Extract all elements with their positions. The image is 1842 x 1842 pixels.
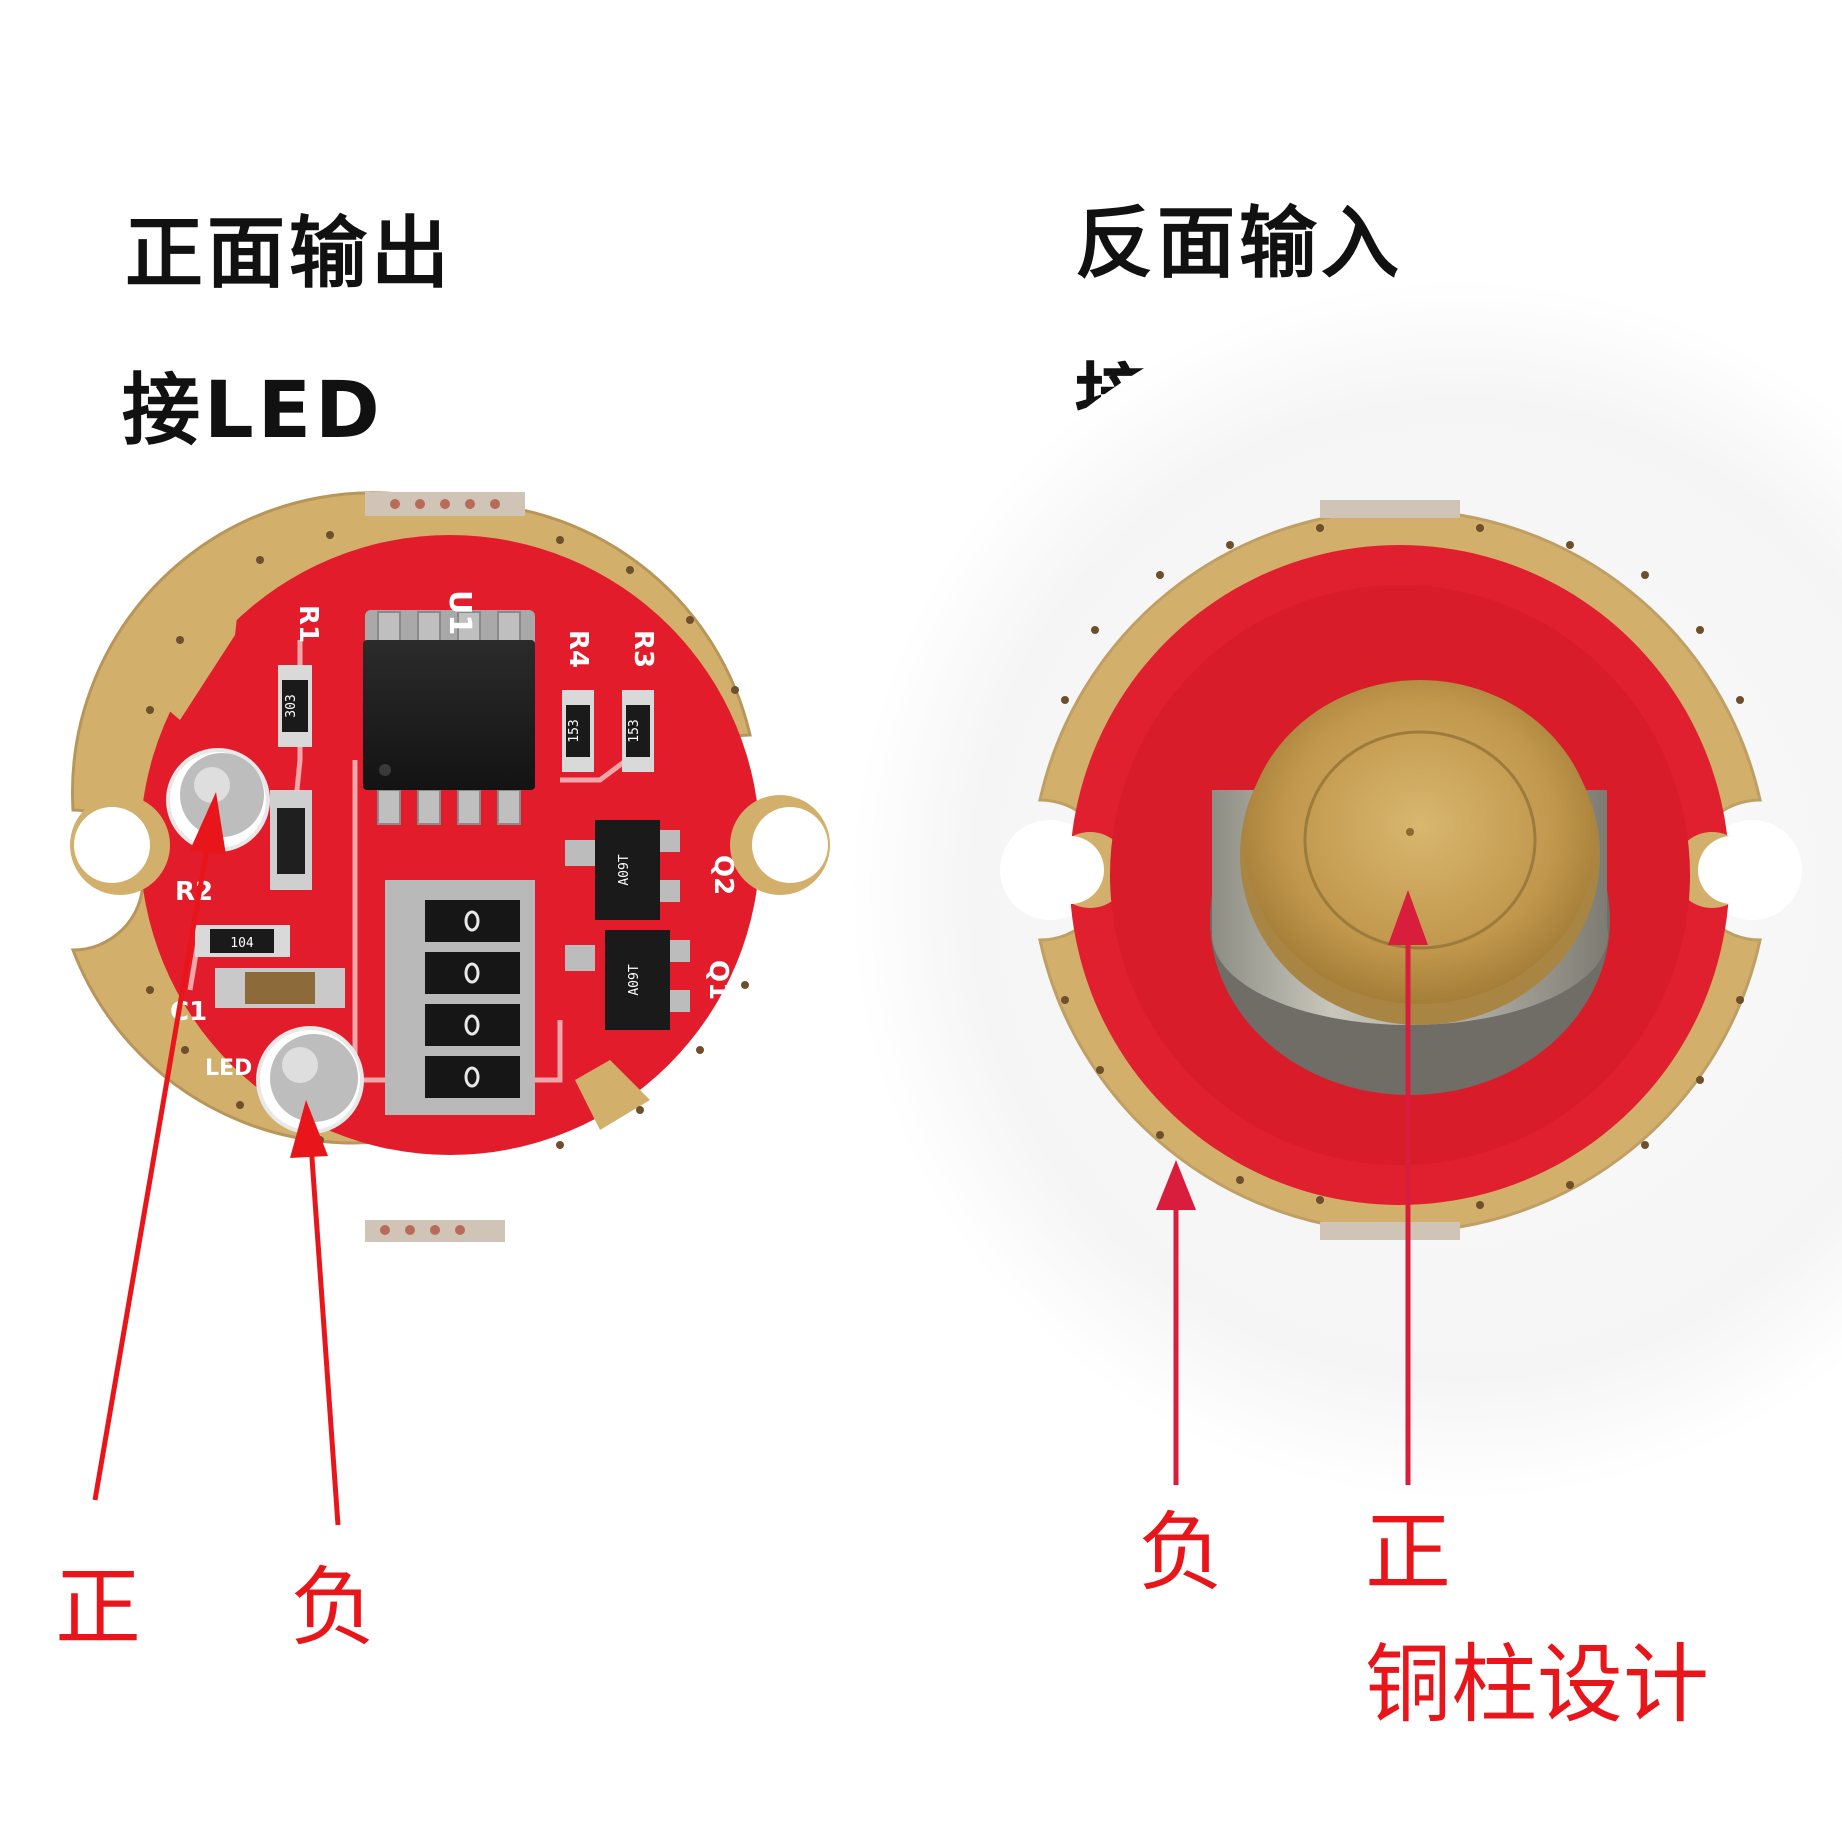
front-gold-wedge-bottom [575,1060,650,1130]
front-negative-arrowhead [290,1100,328,1158]
front-subtitle: 接LED [122,366,384,456]
front-positive-arrowhead [190,792,226,855]
back-negative-arrowhead [1156,1160,1196,1210]
back-bottom-tab [1320,1222,1460,1240]
silk-r1: R1 [293,605,323,643]
back-board [1000,500,1802,1240]
front-negative-label: 负 [290,1558,376,1658]
front-capacitor-c1 [215,968,345,1008]
front-resistor-r2: 104 [195,925,290,957]
back-negative-label: 负 [1138,1503,1224,1603]
front-resistor-r3: 153 [622,690,654,772]
front-tab-pads [380,499,500,1235]
front-positive-arrow [92,829,213,1501]
front-negative-arrow [307,1129,341,1526]
q1-marking: A09T [627,964,642,995]
front-positive-pad [166,748,270,852]
silk-r3: R3 [628,630,658,668]
front-negative-pad [256,1026,364,1134]
front-chip-u1 [363,610,535,825]
front-resistor-r1: 303 [278,665,312,747]
q2-marking: A09T [617,854,632,885]
r3-marking: 153 [627,719,642,742]
silk-r4: R4 [563,630,593,668]
r2-marking: 104 [230,936,254,951]
front-board: 303 153 153 104 [70,491,830,1242]
front-diode [270,790,312,890]
silk-q2: Q2 [708,855,738,895]
front-transistor-q2: A09T [565,820,680,920]
arrows [92,792,1428,1526]
silk-q1: Q1 [703,960,733,1000]
back-top-tab [1320,500,1460,518]
back-positive-label: 正 [1365,1503,1451,1603]
silk-r2: R2 [175,877,213,907]
back-copper-post-label: 铜柱设计 [1365,1635,1709,1735]
front-inductor [385,880,535,1115]
front-transistor-q1: A09T [565,930,690,1030]
r1-marking: 303 [284,694,299,717]
silk-led: LED [205,1056,252,1081]
back-title: 反面输入 [1075,199,1404,289]
front-resistor-r4: 153 [562,690,594,772]
front-title: 正面输出 [125,209,454,299]
r4-marking: 153 [567,719,582,742]
back-positive-arrowhead [1388,890,1428,945]
front-gold-wedge-left [145,590,240,720]
back-vias [1061,524,1744,1209]
front-positive-label: 正 [55,1558,141,1658]
silk-u1: U1 [442,590,477,635]
